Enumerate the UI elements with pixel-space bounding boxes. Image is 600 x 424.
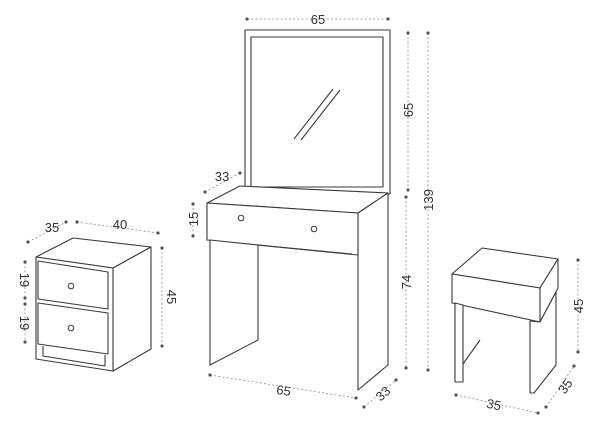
table-height-label: 74 — [399, 275, 414, 289]
vanity-left-leg — [209, 239, 259, 366]
stool-height-label: 45 — [571, 299, 586, 313]
vanity-apron-edge — [257, 244, 353, 255]
top-depth-label: 33 — [215, 169, 229, 184]
nightstand-width-label: 40 — [113, 217, 127, 232]
vanity-table — [206, 29, 391, 391]
nightstand-height-label: 45 — [164, 290, 179, 304]
nightstand-knob-bottom — [67, 324, 75, 332]
vanity-side-panel — [357, 192, 389, 391]
stool-width-label: 35 — [485, 396, 502, 414]
vanity-drawer-height-label: 15 — [186, 212, 201, 226]
mirror-reflection-mark — [293, 88, 334, 140]
mirror-reflection-mark — [300, 89, 341, 141]
mirror-width-label: 65 — [311, 12, 325, 27]
stool-front-leg-left — [454, 302, 464, 383]
nightstand-drawer-top-label: 19 — [17, 273, 32, 287]
total-height-label: 139 — [421, 189, 436, 211]
table-depth-label: 33 — [373, 383, 394, 404]
dimension-lines — [23, 17, 580, 415]
stool-depth-label: 35 — [555, 376, 576, 396]
stool — [451, 247, 559, 394]
nightstand-side — [112, 246, 152, 372]
vanity-knob-right — [310, 225, 318, 233]
vanity-drawer-front — [206, 202, 359, 256]
nightstand-drawer-bottom-label: 19 — [17, 316, 32, 330]
table-width-label: 65 — [275, 382, 292, 399]
nightstand-knob-top — [67, 282, 75, 290]
vanity-mirror-glass — [250, 36, 384, 188]
stool-side-leg — [529, 291, 557, 394]
nightstand — [35, 237, 152, 372]
mirror-height-label: 65 — [401, 103, 416, 117]
dimension-labels: 65 65 139 74 33 15 65 33 35 40 45 19 19 … — [17, 12, 586, 413]
stool-stretcher — [462, 339, 481, 365]
nightstand-plinth — [42, 346, 106, 367]
vanity-knob-left — [237, 214, 245, 222]
nightstand-depth-label: 35 — [45, 220, 59, 235]
